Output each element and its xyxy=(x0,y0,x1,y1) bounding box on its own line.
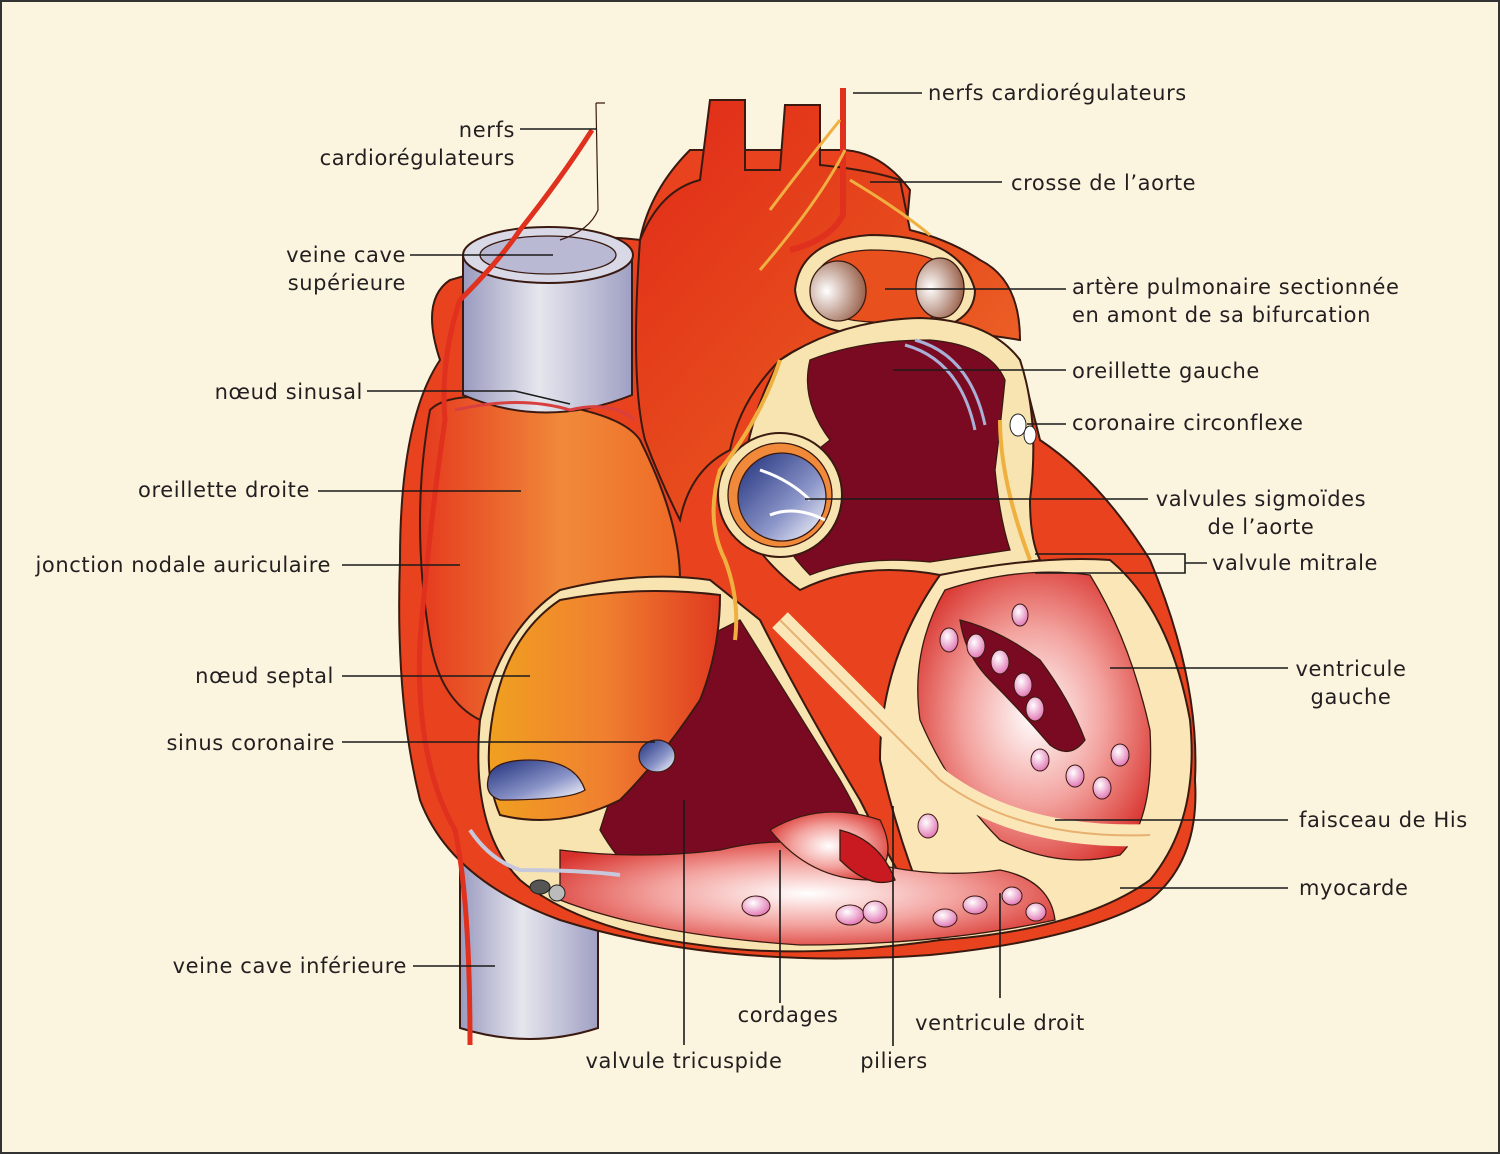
label-myocarde: myocarde xyxy=(1299,876,1408,900)
label-artere-2: en amont de sa bifurcation xyxy=(1072,303,1371,327)
labels: nerfs cardiorégulateurs nerfs cardiorégu… xyxy=(34,81,1467,1073)
nerves-and-vessels xyxy=(416,88,1032,1046)
leader-lines xyxy=(318,92,1288,1046)
pulmonary-branch-right xyxy=(915,257,965,319)
label-vcs-1: veine cave xyxy=(286,243,406,267)
pulmonary-branch-left xyxy=(809,260,867,322)
label-ventricule-gauche-2: gauche xyxy=(1311,685,1392,709)
heart-body xyxy=(398,88,1197,1046)
label-artere-1: artère pulmonaire sectionnée xyxy=(1072,275,1400,299)
label-vci: veine cave inférieure xyxy=(173,954,407,978)
label-tricuspide: valvule tricuspide xyxy=(585,1049,782,1073)
label-mitrale: valvule mitrale xyxy=(1212,551,1378,575)
label-noeud-septal: nœud septal xyxy=(195,664,334,688)
label-valvules-2: de l’aorte xyxy=(1208,515,1315,539)
label-oreillette-gauche: oreillette gauche xyxy=(1072,359,1260,383)
label-ventricule-gauche-1: ventricule xyxy=(1296,657,1407,681)
label-oreillette-droite: oreillette droite xyxy=(138,478,310,502)
label-piliers: piliers xyxy=(860,1049,928,1073)
label-jonction: jonction nodale auriculaire xyxy=(34,553,331,577)
label-coronaire: coronaire circonflexe xyxy=(1072,411,1304,435)
label-noeud-sinusal: nœud sinusal xyxy=(215,380,363,404)
label-nerfs-left-2: cardiorégulateurs xyxy=(320,146,515,170)
label-sinus-coronaire: sinus coronaire xyxy=(166,731,335,755)
label-valvules-1: valvules sigmoïdes xyxy=(1156,487,1366,511)
coronary-sinus-opening xyxy=(486,759,586,801)
label-nerfs-top: nerfs cardiorégulateurs xyxy=(928,81,1187,105)
aortic-valve-sigmoid xyxy=(737,452,827,542)
superior-vena-cava-shape xyxy=(462,254,633,414)
label-vcs-2: supérieure xyxy=(288,271,406,295)
label-nerfs-left-1: nerfs xyxy=(459,118,515,142)
label-faisceau-his: faisceau de His xyxy=(1299,808,1468,832)
papillary-spots xyxy=(741,603,1130,928)
label-cordages: cordages xyxy=(738,1003,839,1027)
label-ventricule-droit: ventricule droit xyxy=(915,1011,1085,1035)
label-crosse-aorte: crosse de l’aorte xyxy=(1011,171,1196,195)
